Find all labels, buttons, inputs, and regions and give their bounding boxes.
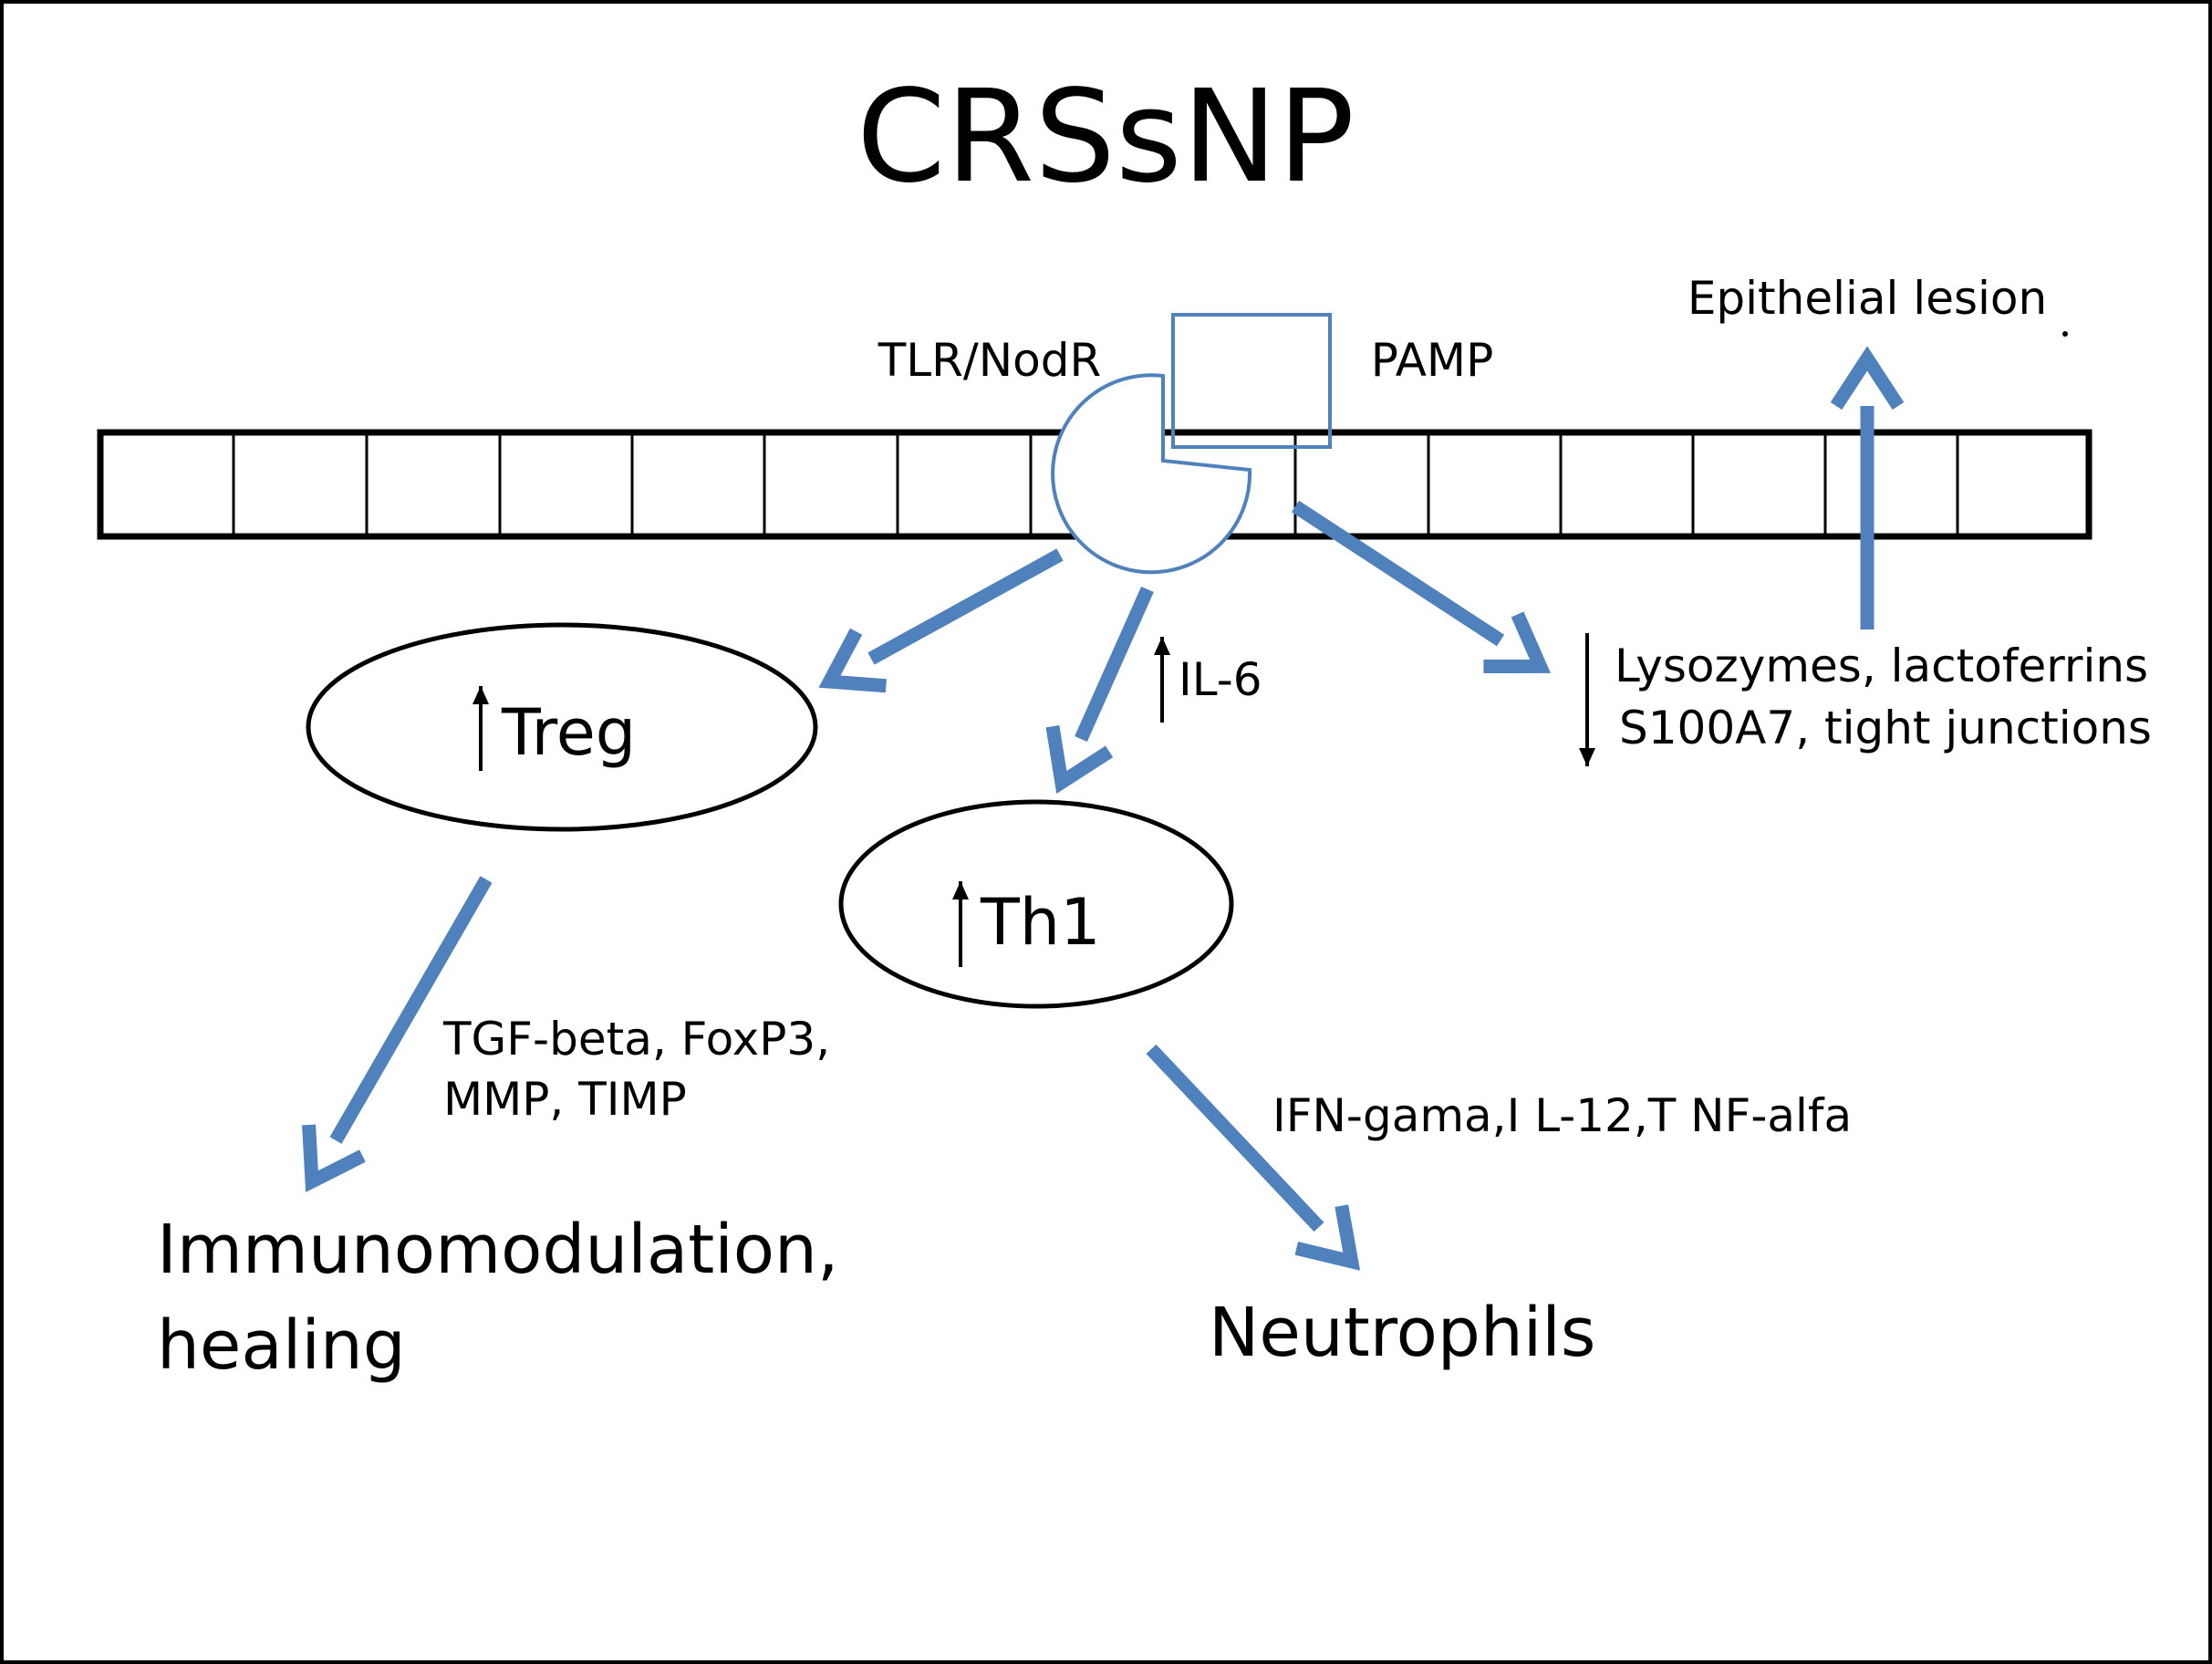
outcome-immunomodulation-line1: Immunomodulation, <box>157 1211 838 1289</box>
diagram-title: CRSsNP <box>857 63 1355 212</box>
epithelial-lesion-label: Epithelial lesion <box>1688 272 2047 325</box>
blue-arrows <box>336 406 1867 1227</box>
defense-factors-line2: S100A7, tight junctions <box>1619 702 2152 754</box>
treg-ellipse <box>306 622 818 832</box>
th1-ellipse <box>838 799 1234 1009</box>
receptor-shape <box>1051 373 1252 575</box>
treg-mediators-line2: MMP, TIMP <box>443 1073 687 1126</box>
arrow-to-treg <box>871 548 1064 659</box>
arrow-to-defense-factors <box>1291 500 1501 640</box>
treg-mediators-line1: TGF-beta, FoxP3, <box>442 1013 830 1066</box>
defense-factors-line1: Lysozymes, lactoferrins <box>1615 640 2148 692</box>
receptor-label: TLR/NodR <box>878 334 1101 387</box>
treg-label: Treg <box>501 695 636 770</box>
arrow-to-th1 <box>1081 586 1154 739</box>
arrow-to-neutrophils <box>1146 1044 1319 1227</box>
outcome-neutrophils: Neutrophils <box>1209 1294 1595 1372</box>
pamp-square <box>1171 313 1332 449</box>
th1-label: Th1 <box>980 885 1101 960</box>
il6-label: IL-6 <box>1179 653 1262 706</box>
pamp-label: PAMP <box>1371 334 1493 387</box>
arrow-to-immunomodulation <box>336 876 493 1140</box>
outcome-immunomodulation-line2: healing <box>157 1306 406 1385</box>
th1-mediators: IFN-gama,I L-12,T NF-alfa <box>1272 1089 1852 1142</box>
dot-mark <box>2062 331 2068 337</box>
